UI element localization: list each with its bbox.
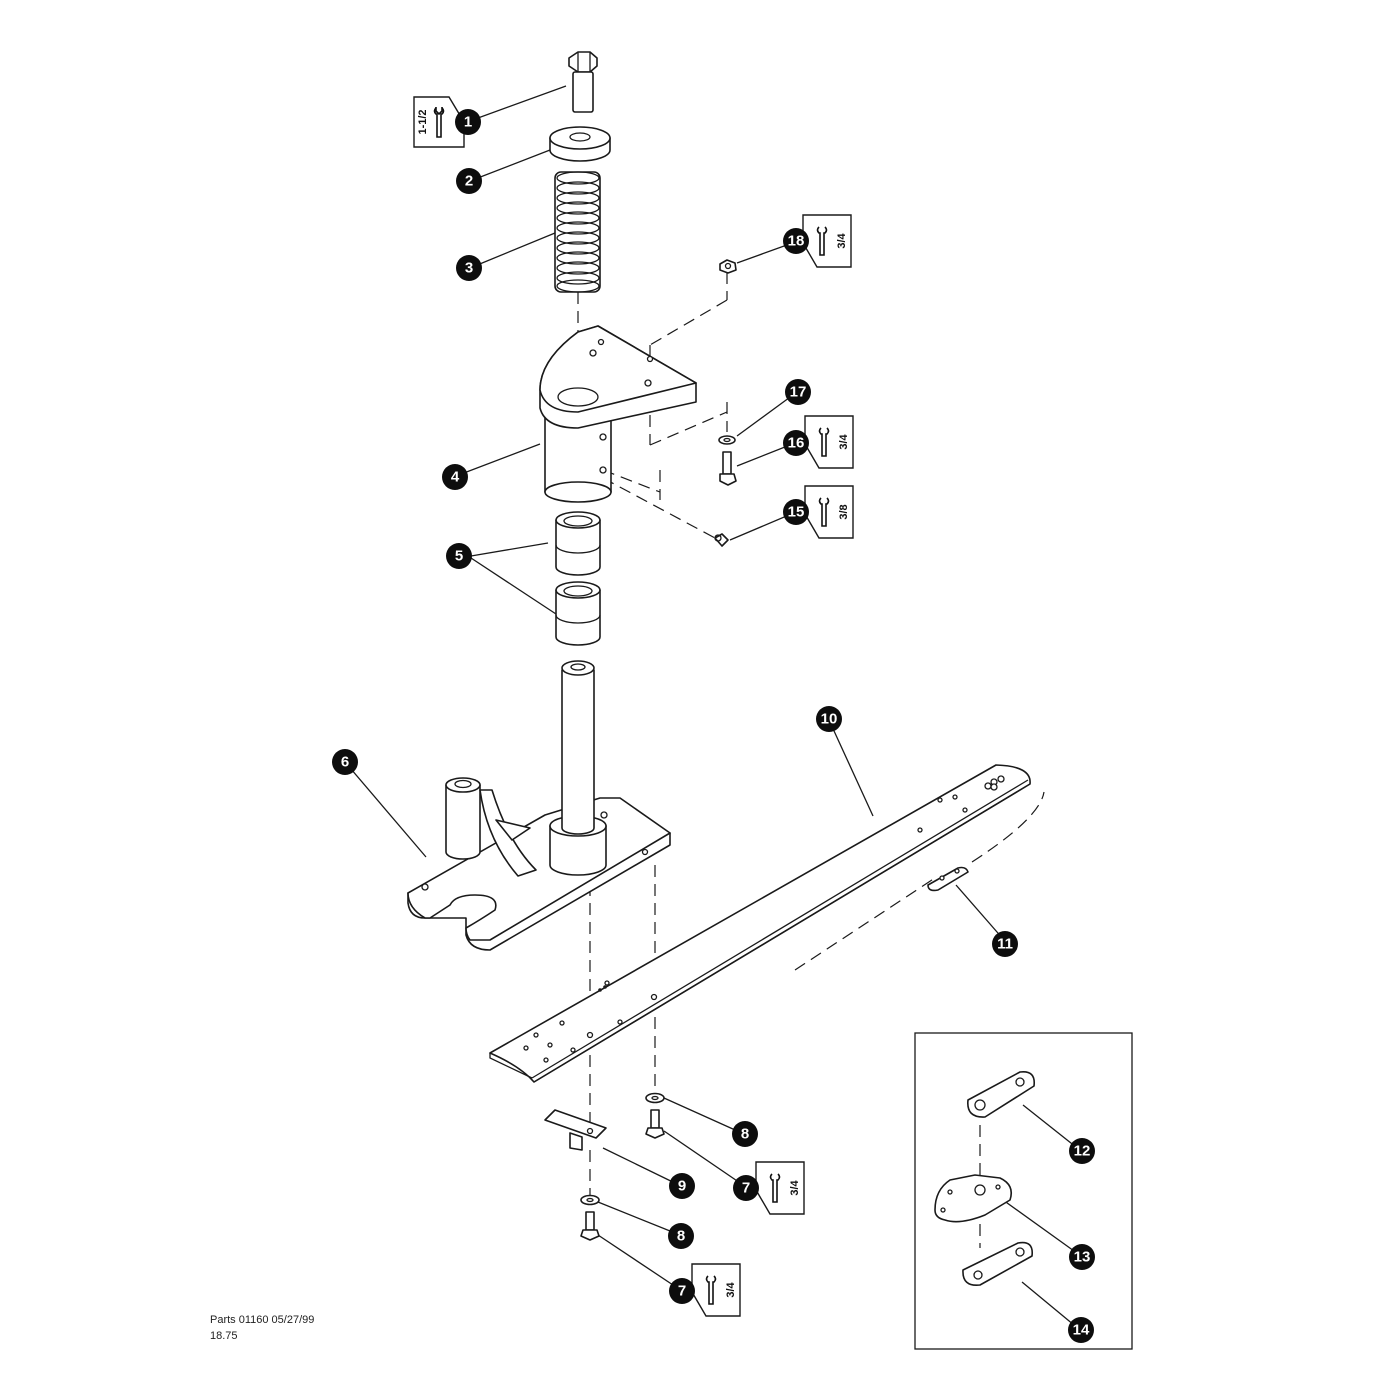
- spring-part-3: [554, 171, 601, 293]
- svg-text:16: 16: [788, 435, 805, 452]
- callout-12: 12: [1069, 1138, 1095, 1164]
- callout-6: 6: [332, 749, 358, 775]
- wrench-size-label: 3/8: [838, 504, 850, 519]
- link-plate-part-14: [962, 1241, 1034, 1287]
- callout-9: 9: [669, 1173, 695, 1199]
- svg-text:17: 17: [790, 384, 807, 401]
- footer-part-reference: Parts 01160 05/27/99: [210, 1314, 315, 1326]
- wrench-tag-part-15: 3/8: [804, 485, 854, 539]
- wrench-icon: [818, 427, 830, 457]
- wrench-icon: [705, 1275, 717, 1305]
- washer-part-8-lower: [580, 1194, 600, 1206]
- grease-fitting-part-15: [714, 533, 729, 547]
- pivot-housing-part-4: [539, 325, 697, 503]
- svg-text:7: 7: [742, 1180, 750, 1197]
- callout-10: 10: [816, 706, 842, 732]
- svg-text:2: 2: [465, 173, 473, 190]
- wrench-size-label: 3/4: [838, 433, 850, 449]
- base-plate-part-6: [407, 660, 671, 951]
- bolt-part-16: [719, 451, 737, 486]
- svg-text:11: 11: [997, 936, 1013, 953]
- wrench-tag-part-7-lower: 3/4: [691, 1263, 741, 1317]
- callout-8-lower: 8: [668, 1223, 694, 1249]
- callout-15: 15: [783, 499, 809, 525]
- svg-text:9: 9: [678, 1178, 686, 1195]
- callout-7-lower: 7: [669, 1278, 695, 1304]
- callout-3: 3: [456, 255, 482, 281]
- callout-13: 13: [1069, 1244, 1095, 1270]
- svg-text:15: 15: [788, 504, 805, 521]
- detail-inset-box: [914, 1032, 1133, 1350]
- lock-washer-part-17: [718, 435, 736, 445]
- svg-text:6: 6: [341, 754, 349, 771]
- callout-18: 18: [783, 228, 809, 254]
- nut-part-18: [719, 259, 737, 274]
- svg-text:5: 5: [455, 548, 463, 565]
- callout-11: 11: [992, 931, 1018, 957]
- svg-text:12: 12: [1074, 1143, 1091, 1160]
- wrench-tag-part-18: 3/4: [802, 214, 852, 268]
- wrench-icon: [816, 226, 828, 256]
- callout-7-upper: 7: [733, 1175, 759, 1201]
- svg-text:14: 14: [1073, 1322, 1090, 1339]
- wrench-size-label: 3/4: [789, 1179, 801, 1195]
- wrench-size-label: 1-1/2: [417, 109, 429, 134]
- svg-text:18: 18: [788, 233, 805, 250]
- callout-17: 17: [785, 379, 811, 405]
- svg-text:3: 3: [465, 260, 473, 277]
- bolt-part-7-lower: [580, 1211, 600, 1241]
- bushing-part-5-upper: [555, 511, 601, 576]
- washer-part-2: [549, 126, 611, 162]
- bushing-part-5-lower: [555, 581, 601, 646]
- chain-link-part-11: [927, 866, 969, 892]
- washer-part-8-upper: [645, 1092, 665, 1104]
- svg-text:7: 7: [678, 1283, 686, 1300]
- svg-text:4: 4: [451, 469, 460, 486]
- wrench-size-label: 3/4: [836, 232, 848, 248]
- wrench-tag-part-1: 1-1/2: [413, 96, 465, 148]
- wrench-icon: [818, 497, 830, 527]
- svg-text:1: 1: [464, 114, 472, 131]
- wrench-size-label: 3/4: [725, 1281, 737, 1297]
- callout-2: 2: [456, 168, 482, 194]
- guide-bar-part-10: [489, 764, 1031, 1083]
- bolt-part-7-upper: [645, 1109, 665, 1139]
- callout-16: 16: [783, 430, 809, 456]
- svg-text:8: 8: [741, 1126, 749, 1143]
- svg-text:10: 10: [821, 711, 838, 728]
- wrench-tag-part-16: 3/4: [804, 415, 854, 469]
- bolt-part-1: [568, 51, 598, 113]
- footer-size: 18.75: [210, 1330, 238, 1342]
- wrench-icon: [769, 1173, 781, 1203]
- wrench-icon: [433, 107, 445, 138]
- bracket-part-9: [544, 1109, 607, 1151]
- link-plate-part-12: [967, 1070, 1036, 1118]
- callout-8-upper: 8: [732, 1121, 758, 1147]
- callout-1: 1: [455, 109, 481, 135]
- drive-link-part-13: [934, 1174, 1013, 1223]
- callout-4: 4: [442, 464, 468, 490]
- wrench-tag-part-7-upper: 3/4: [755, 1161, 805, 1215]
- svg-text:13: 13: [1074, 1249, 1091, 1266]
- leader-lines: [344, 85, 1082, 1331]
- callout-5: 5: [446, 543, 472, 569]
- callout-14: 14: [1068, 1317, 1094, 1343]
- svg-text:8: 8: [677, 1228, 685, 1245]
